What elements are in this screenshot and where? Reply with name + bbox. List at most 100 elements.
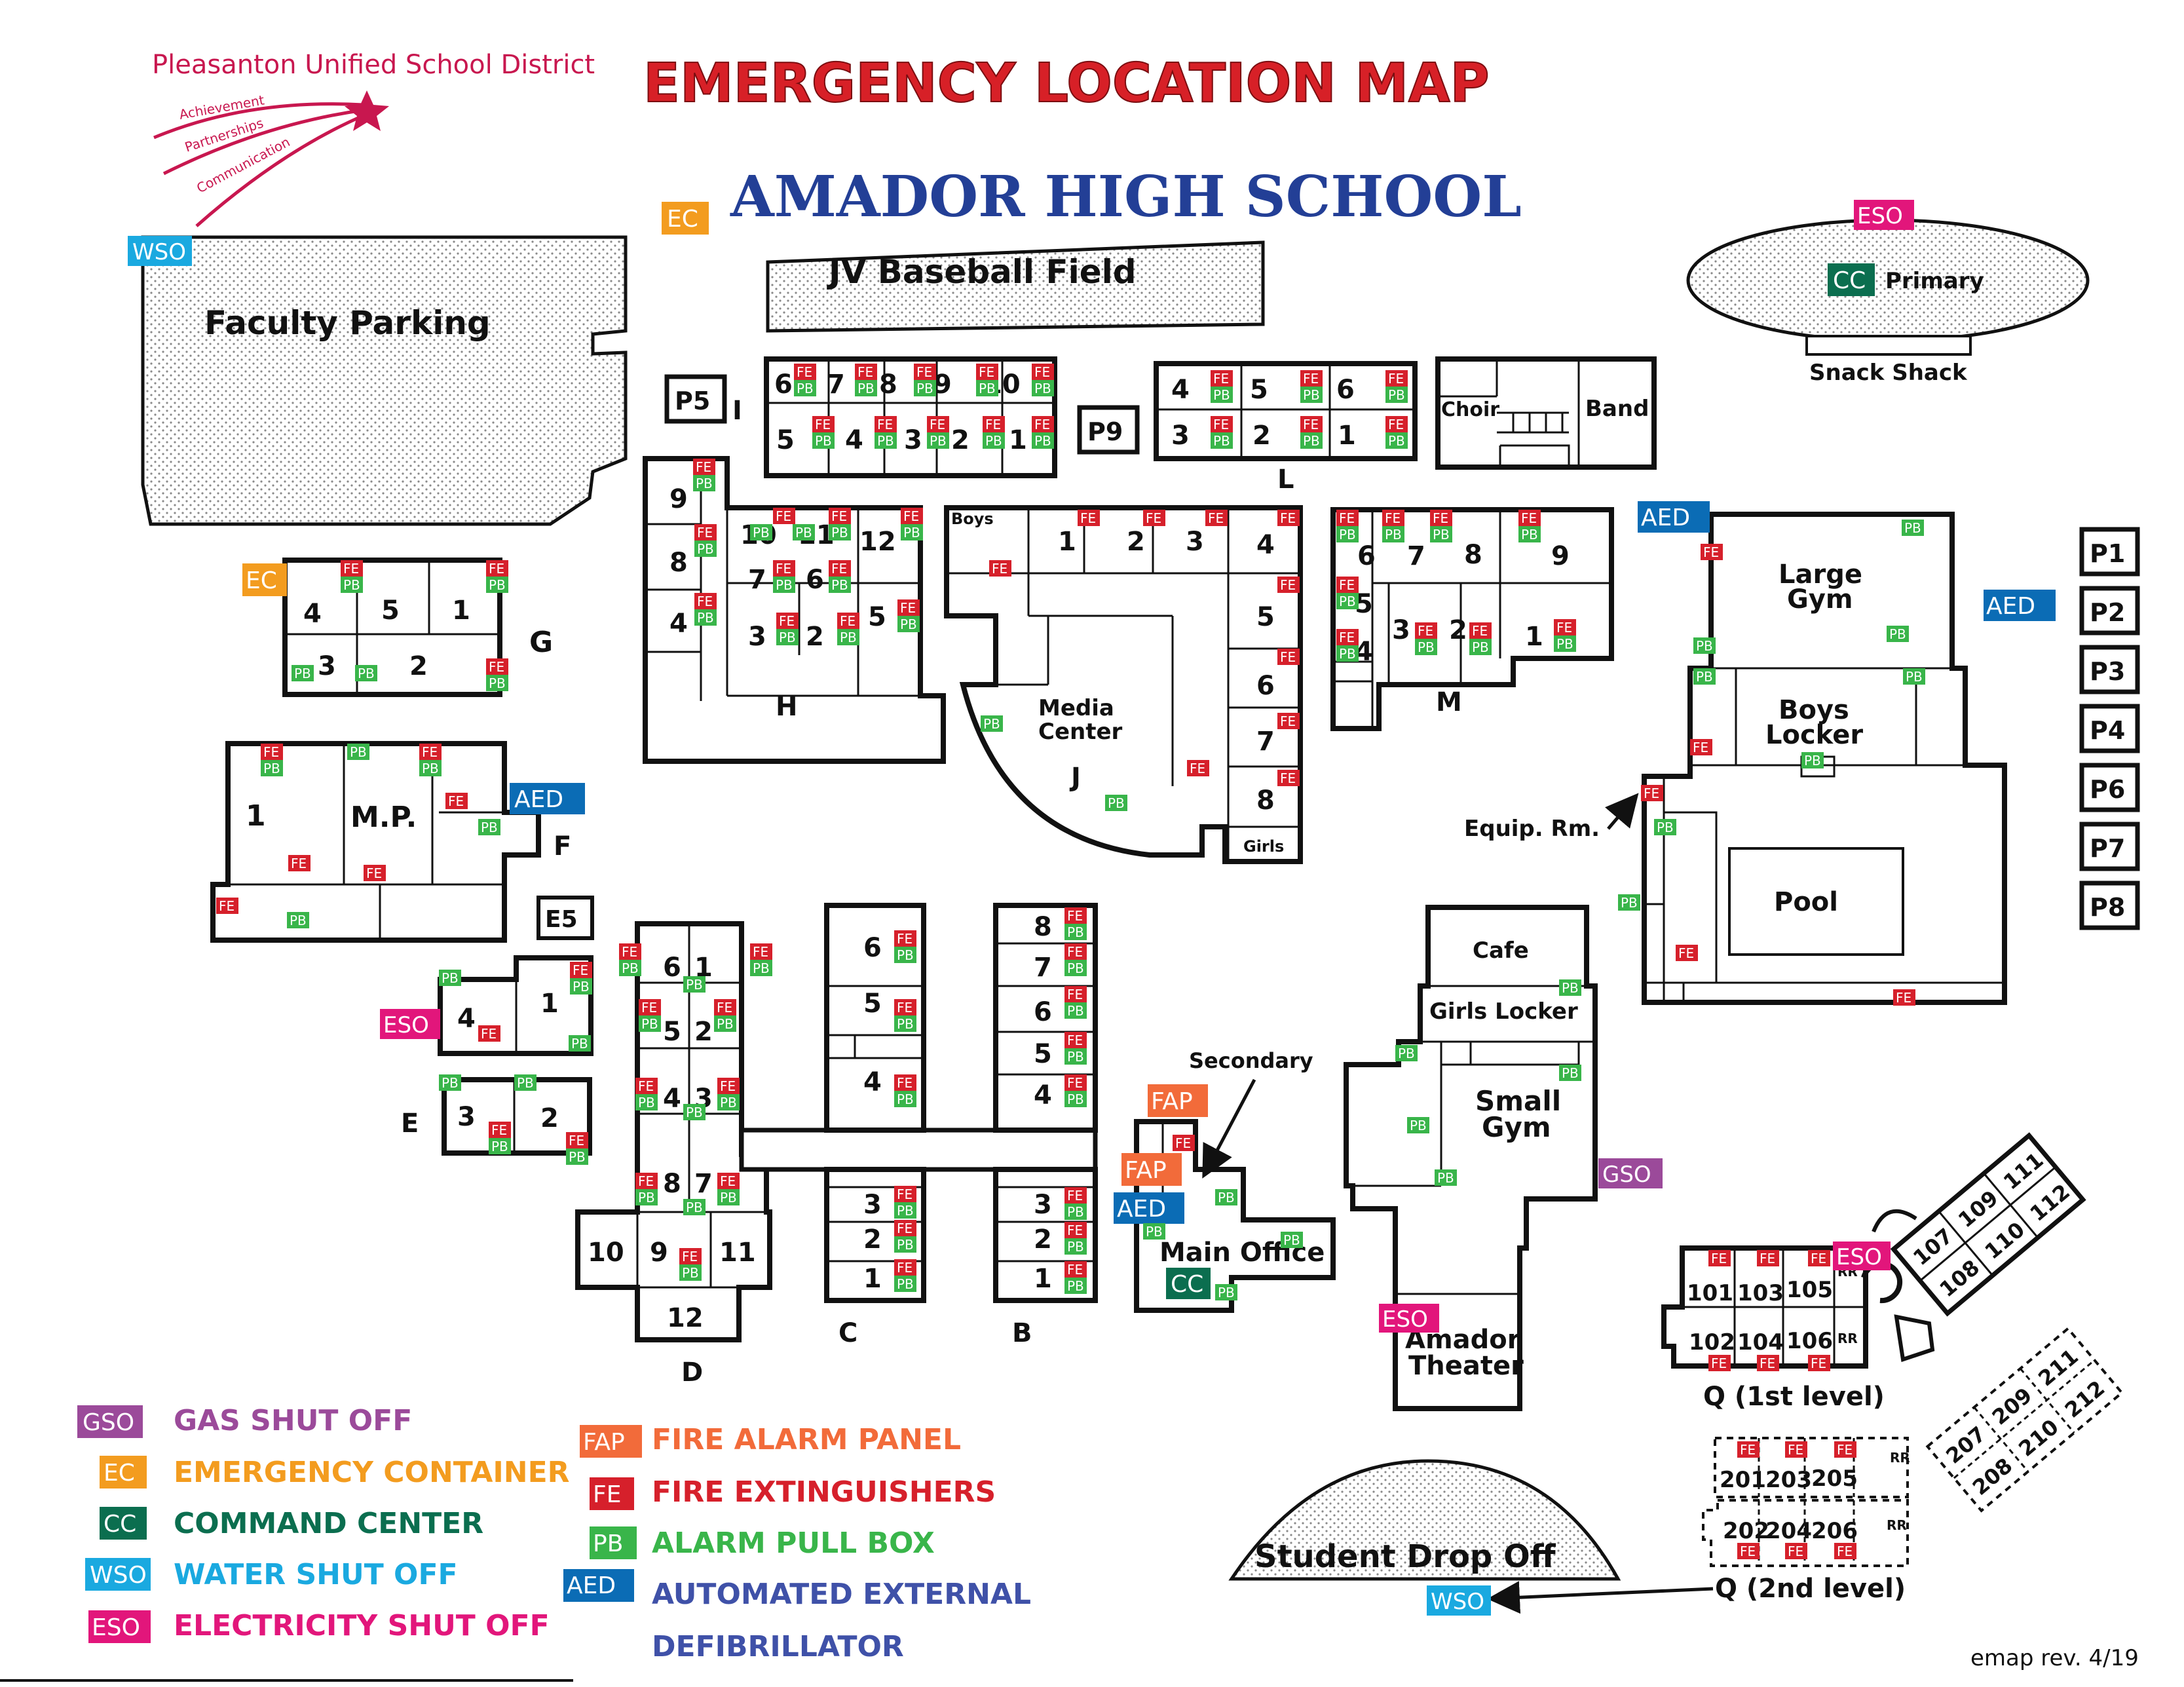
boys-restroom-label: Boys xyxy=(951,510,994,528)
svg-text:FE: FE xyxy=(1521,510,1537,526)
svg-text:PB: PB xyxy=(1067,1049,1084,1065)
marker-cc-office: CC xyxy=(1166,1268,1211,1299)
boys-locker-label-2: Locker xyxy=(1765,720,1863,750)
svg-text:FE: FE xyxy=(1837,1544,1853,1559)
svg-text:PB: PB xyxy=(840,630,857,645)
room-i7: 7 xyxy=(827,370,845,400)
svg-text:FE: FE xyxy=(1067,1223,1083,1238)
marker-aed-f: AED xyxy=(510,783,585,814)
building-h-walls xyxy=(645,459,943,701)
svg-text:PB: PB xyxy=(1213,433,1230,449)
svg-text:FAP: FAP xyxy=(583,1429,625,1456)
svg-text:PB: PB xyxy=(622,960,639,976)
building-l-label: L xyxy=(1277,464,1294,495)
svg-text:PB: PB xyxy=(481,820,498,835)
fire-extinguisher-marker: FE xyxy=(855,364,877,380)
fire-extinguisher-marker: FE xyxy=(927,416,949,432)
pull-box-marker: PB xyxy=(486,675,508,691)
building-j-walls xyxy=(947,508,1300,862)
svg-text:PB: PB xyxy=(641,1016,658,1032)
room-i9: 9 xyxy=(933,370,952,400)
room-i3: 3 xyxy=(904,425,922,455)
svg-text:FE: FE xyxy=(857,364,873,380)
fire-extinguisher-marker: FE xyxy=(364,865,386,881)
pull-box-marker: PB xyxy=(1903,668,1925,685)
svg-text:PB: PB xyxy=(696,476,713,491)
svg-text:PB: PB xyxy=(489,577,506,593)
svg-text:WSO: WSO xyxy=(90,1562,147,1589)
building-c-walls xyxy=(827,985,924,1262)
building-h-label: H xyxy=(776,692,797,722)
svg-text:FE: FE xyxy=(1280,770,1296,786)
svg-text:PB: PB xyxy=(1067,924,1084,940)
legend-pb-label: ALARM PULL BOX xyxy=(652,1526,935,1560)
portable-p7-label: P7 xyxy=(2090,834,2125,863)
q-wing-207-walls xyxy=(1953,1359,2096,1479)
fire-extinguisher-marker: FE xyxy=(1893,989,1915,1006)
marker-eso-q: ESO xyxy=(1833,1242,1891,1270)
pull-box-marker: PB xyxy=(773,577,795,593)
svg-text:PB: PB xyxy=(1067,1239,1084,1255)
svg-text:PB: PB xyxy=(1067,960,1084,976)
pull-box-marker: PB xyxy=(694,540,717,557)
svg-text:PB: PB xyxy=(831,525,848,540)
building-b-walls xyxy=(996,942,1095,1262)
pull-box-marker: PB xyxy=(1211,387,1233,403)
svg-text:PB: PB xyxy=(697,610,714,626)
svg-text:PB: PB xyxy=(897,1276,914,1292)
snack-shack xyxy=(1805,335,1972,356)
svg-text:PB: PB xyxy=(517,1075,534,1091)
marker-aed-office: AED xyxy=(1114,1192,1184,1224)
svg-text:PB: PB xyxy=(1213,387,1230,403)
svg-text:PB: PB xyxy=(1696,669,1713,685)
fire-extinguisher-marker: FE xyxy=(1676,945,1698,961)
room-103: 103 xyxy=(1737,1280,1784,1306)
svg-text:AED: AED xyxy=(1641,504,1690,531)
large-gym-label-2: Gym xyxy=(1787,584,1853,615)
athletics-walls xyxy=(1644,667,2005,1002)
svg-text:PB: PB xyxy=(491,1139,508,1154)
marker-gso: GSO xyxy=(1598,1158,1663,1188)
girls-restroom-label: Girls xyxy=(1243,837,1284,856)
room-b3: 3 xyxy=(1034,1190,1052,1220)
svg-text:FE: FE xyxy=(720,1078,736,1094)
svg-text:PB: PB xyxy=(571,1036,588,1052)
legend-cc-label: COMMAND CENTER xyxy=(174,1507,483,1540)
room-104: 104 xyxy=(1737,1329,1784,1355)
svg-text:FE: FE xyxy=(573,962,588,978)
svg-text:PB: PB xyxy=(1521,527,1538,542)
faculty-parking-label: Faculty Parking xyxy=(204,304,491,342)
svg-text:PB: PB xyxy=(686,1105,703,1120)
building-b-label: B xyxy=(1012,1318,1032,1348)
room-b5: 5 xyxy=(1034,1039,1052,1069)
pull-box-marker: PB xyxy=(981,715,1003,732)
svg-text:PB: PB xyxy=(1067,1278,1084,1294)
room-l3: 3 xyxy=(1171,421,1190,451)
pull-box-marker: PB xyxy=(1887,626,1909,642)
svg-text:PB: PB xyxy=(638,1190,655,1205)
pull-box-marker: PB xyxy=(714,1015,736,1032)
fire-extinguisher-marker: FE xyxy=(983,416,1005,432)
q-wing-107-walls xyxy=(1919,1166,2056,1282)
room-h9: 9 xyxy=(669,484,688,514)
svg-text:FE: FE xyxy=(1034,364,1050,380)
district-logo: Pleasanton Unified School District Achie… xyxy=(152,50,595,227)
fire-extinguisher-marker: FE xyxy=(341,560,363,577)
room-c1: 1 xyxy=(863,1264,882,1294)
q-first-walls xyxy=(1682,1248,1866,1366)
svg-text:FE: FE xyxy=(448,793,464,809)
legend-ec-label: EMERGENCY CONTAINER xyxy=(174,1456,570,1489)
svg-text:PB: PB xyxy=(638,1095,655,1110)
fire-extinguisher-marker: FE xyxy=(901,508,923,524)
svg-text:PB: PB xyxy=(422,761,439,776)
pull-box-marker: PB xyxy=(292,665,314,681)
pull-box-marker: PB xyxy=(261,760,283,776)
svg-text:FE: FE xyxy=(1385,510,1401,526)
pull-box-marker: PB xyxy=(478,819,500,835)
portable-p3-label: P3 xyxy=(2090,657,2125,686)
room-204: 204 xyxy=(1765,1518,1812,1544)
svg-text:PB: PB xyxy=(717,1016,734,1032)
pull-box-marker: PB xyxy=(1382,526,1404,542)
music-building-walls xyxy=(1438,359,1580,467)
portable-p5-label: P5 xyxy=(675,387,710,415)
